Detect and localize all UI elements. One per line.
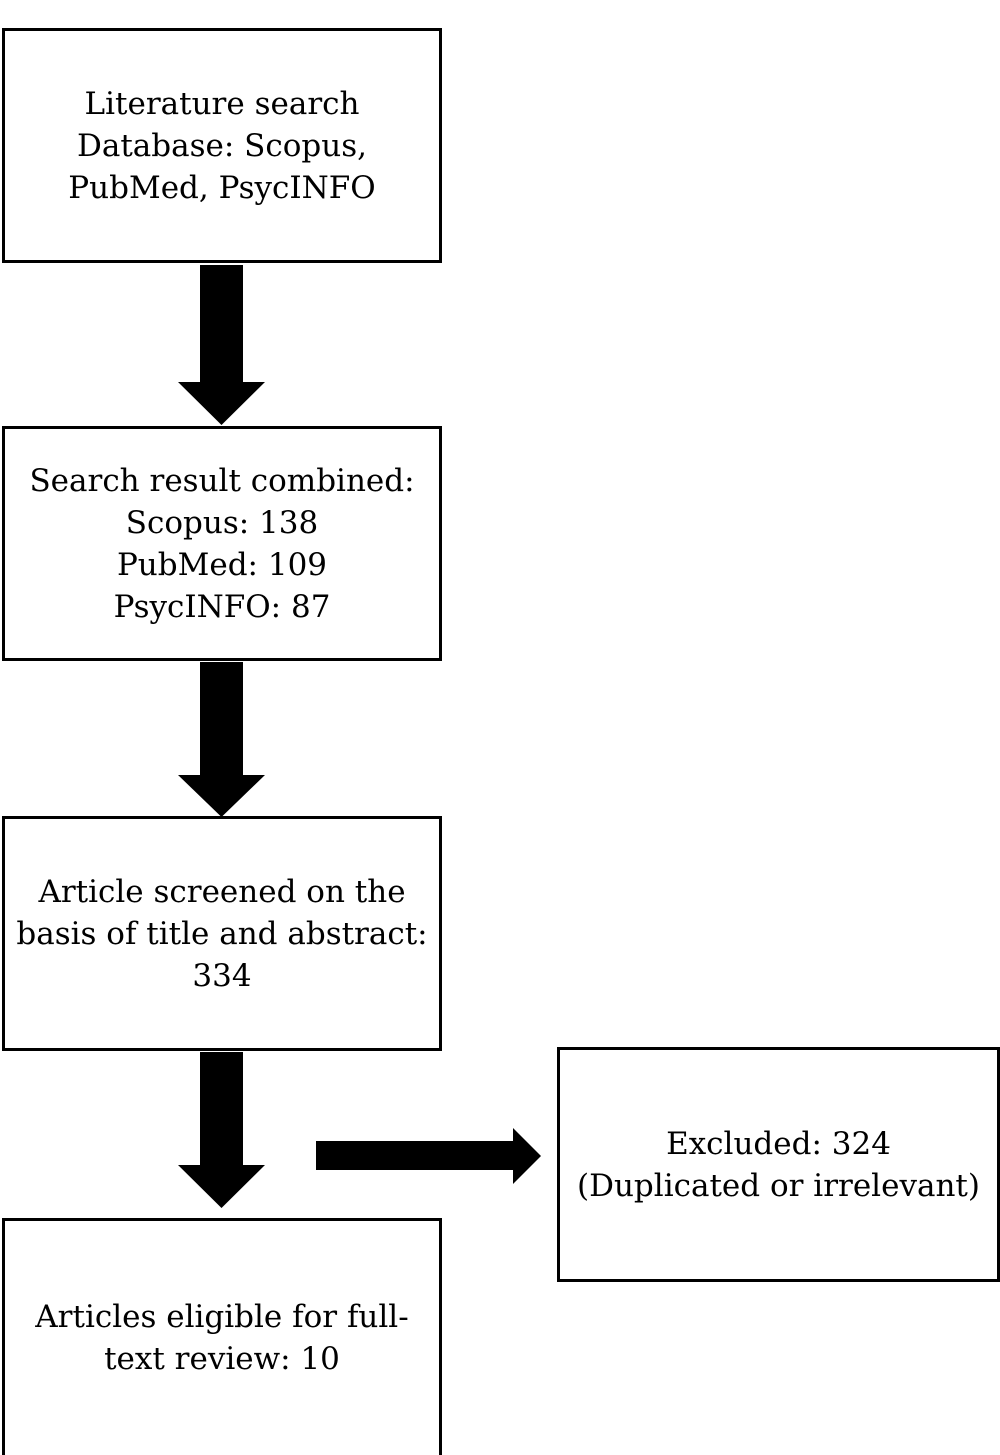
box-literature-search-line-3: PubMed, PsycINFO <box>68 169 376 206</box>
arrow-combined-to-screened <box>178 662 265 817</box>
box-article-screened-line-3: 334 <box>192 957 252 994</box>
arrow-search-to-combined <box>178 265 265 425</box>
box-literature-search-line-2: Database: Scopus, <box>77 127 367 164</box>
box-article-screened-line-2: basis of title and abstract: <box>16 915 428 952</box>
box-search-result-combined-line-3: PubMed: 109 <box>116 546 328 583</box>
box-search-result-combined: Search result combined: Scopus: 138 PubM… <box>2 426 442 661</box>
arrow-screened-to-eligible <box>178 1052 265 1208</box>
arrow-to-excluded <box>316 1128 541 1184</box>
box-articles-eligible-line-1: Articles eligible for full- <box>35 1299 409 1335</box>
box-articles-eligible: Articles eligible for full- text review:… <box>2 1218 442 1455</box>
box-search-result-combined-line-4: PsycINFO: 87 <box>113 588 331 625</box>
box-article-screened: Article screened on the basis of title a… <box>2 816 442 1051</box>
box-literature-search: Literature search Database: Scopus, PubM… <box>2 28 442 263</box>
box-literature-search-line-1: Literature search <box>84 85 360 122</box>
box-excluded: Excluded: 324 (Duplicated or irrelevant) <box>557 1047 1000 1282</box>
box-articles-eligible-line-2: text review: 10 <box>104 1341 340 1377</box>
box-excluded-line-1: Excluded: 324 <box>666 1125 891 1162</box>
box-search-result-combined-line-1: Search result combined: <box>29 462 415 499</box>
box-excluded-line-2: (Duplicated or irrelevant) <box>577 1167 980 1204</box>
box-article-screened-line-1: Article screened on the <box>38 873 406 910</box>
box-search-result-combined-line-2: Scopus: 138 <box>125 504 319 541</box>
